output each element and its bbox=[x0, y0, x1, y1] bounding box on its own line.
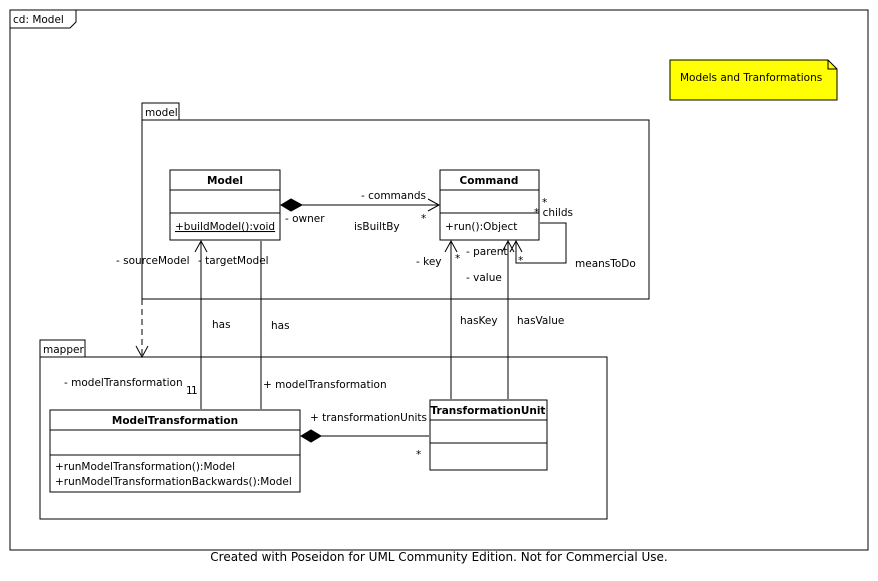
multiplicity-transformation-units: * bbox=[416, 449, 421, 461]
association-commands[interactable]: - commands - owner isBuiltBy * bbox=[280, 190, 441, 233]
class-model-transformation-name: ModelTransformation bbox=[112, 415, 238, 427]
frame-label: cd: Model bbox=[13, 14, 64, 26]
association-self-command[interactable]: * * childs - parent * meansToDo bbox=[466, 197, 636, 270]
source-model-arrowhead bbox=[194, 239, 208, 253]
role-value: - value bbox=[466, 272, 502, 284]
role-model-transformation-right: + modelTransformation bbox=[263, 379, 387, 391]
note-fold bbox=[827, 60, 837, 70]
footer-watermark: Created with Poseidon for UML Community … bbox=[210, 550, 668, 564]
class-model-box bbox=[169, 169, 281, 241]
role-commands: - commands bbox=[361, 190, 426, 202]
note[interactable]: Models and Tranformations bbox=[669, 59, 838, 101]
role-key: - key bbox=[416, 256, 442, 268]
frame-label-tab bbox=[9, 9, 77, 29]
class-transformation-unit-box bbox=[429, 399, 548, 471]
composition-diamond-model bbox=[280, 198, 304, 212]
diagram-frame bbox=[9, 9, 869, 551]
package-mapper-name: mapper bbox=[43, 344, 84, 356]
association-name-meanstodo: meansToDo bbox=[575, 258, 636, 270]
note-shape bbox=[669, 59, 838, 101]
self-association-line bbox=[515, 222, 567, 264]
package-model-name: model bbox=[145, 107, 178, 119]
association-name-hasvalue: hasValue bbox=[517, 315, 564, 327]
association-target-model[interactable]: - targetModel has bbox=[198, 241, 290, 409]
multiplicity-commands: * bbox=[421, 213, 426, 225]
association-name-haskey: hasKey bbox=[460, 315, 498, 327]
dependency-arrowhead bbox=[135, 345, 149, 359]
role-parent: - parent bbox=[466, 246, 508, 258]
multiplicity-childs: * bbox=[542, 197, 547, 209]
class-transformation-unit[interactable]: TransformationUnit bbox=[429, 399, 548, 471]
association-commands-arrowhead bbox=[427, 198, 441, 212]
class-model-name: Model bbox=[207, 175, 243, 187]
association-transformation-units[interactable]: + transformationUnits * bbox=[300, 412, 429, 461]
multiplicity-source-model: 1 bbox=[186, 385, 193, 397]
association-name-has-target: has bbox=[271, 320, 290, 332]
class-command[interactable]: Command +run():Object bbox=[439, 169, 540, 241]
key-arrowhead bbox=[444, 239, 458, 253]
association-key[interactable]: - key * hasKey bbox=[416, 239, 498, 399]
role-source-model: - sourceModel bbox=[116, 255, 190, 267]
class-model-transformation-operation-1: +runModelTransformation():Model bbox=[55, 461, 235, 473]
class-model-transformation-operation-2: +runModelTransformationBackwards():Model bbox=[55, 476, 292, 488]
class-command-operation: +run():Object bbox=[445, 221, 517, 233]
association-name-has-source: has bbox=[212, 319, 231, 331]
composition-diamond-model-transformation bbox=[300, 429, 322, 443]
association-source-model[interactable]: - sourceModel 1 has bbox=[116, 239, 231, 409]
multiplicity-key: * bbox=[455, 253, 460, 265]
role-transformation-units: + transformationUnits bbox=[310, 412, 427, 424]
class-model-operation: +buildModel():void bbox=[175, 221, 275, 233]
role-childs: * childs bbox=[534, 207, 573, 219]
class-transformation-unit-name: TransformationUnit bbox=[431, 405, 546, 417]
note-text: Models and Tranformations bbox=[680, 72, 822, 84]
role-target-model: - targetModel bbox=[198, 255, 269, 267]
association-value[interactable]: - value hasValue bbox=[466, 239, 564, 399]
class-command-box bbox=[439, 169, 540, 241]
value-arrowhead bbox=[501, 239, 515, 253]
class-model[interactable]: Model +buildModel():void bbox=[169, 169, 281, 241]
role-model-transformation-left: - modelTransformation bbox=[64, 377, 183, 389]
role-owner: - owner bbox=[285, 213, 325, 225]
class-model-transformation[interactable]: ModelTransformation +runModelTransformat… bbox=[49, 409, 301, 493]
association-name-isbuiltby: isBuiltBy bbox=[354, 221, 400, 233]
class-command-name: Command bbox=[460, 175, 519, 187]
class-model-transformation-box bbox=[49, 409, 301, 493]
multiplicity-model-transformation-left: 1 bbox=[191, 385, 198, 397]
multiplicity-parent: * bbox=[518, 255, 523, 267]
